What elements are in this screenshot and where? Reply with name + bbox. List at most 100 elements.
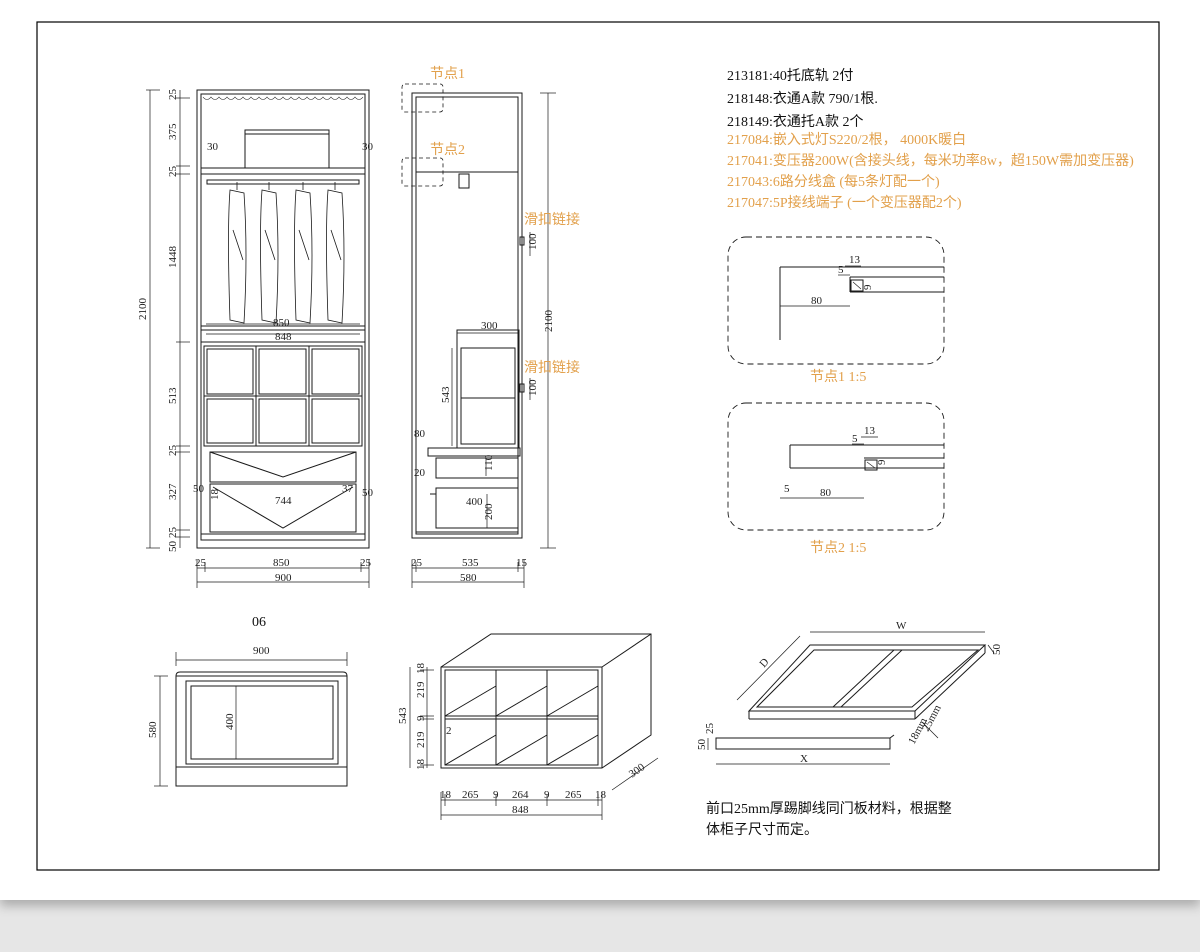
front-dimension-labels: 2100 25 375 25 1448 513 25 327 25 50 30 … — [137, 89, 374, 585]
plan-view — [154, 652, 348, 787]
box-dim-w848: 848 — [512, 804, 529, 816]
box-dimension-labels: 18 219 9 219 18 543 18 265 9 264 9 265 1… — [397, 663, 648, 817]
note-line-1: 213181:40托底轨 2付 — [727, 68, 853, 84]
plan-dim-580: 580 — [147, 721, 159, 738]
d1-dim-80: 80 — [811, 295, 823, 307]
box-dimensions — [409, 667, 659, 820]
dim-h513: 513 — [167, 387, 179, 404]
side-dimensions — [411, 92, 556, 588]
detail2-caption: 节点2 1:5 — [810, 540, 866, 556]
isometric-frame — [715, 644, 987, 750]
side-dim-w20: 20 — [414, 467, 426, 479]
note-line-3: 218149:衣通托A款 2个 — [727, 114, 864, 130]
front-dimensions — [146, 89, 370, 588]
detail1-labels: 13 5 9 80 节点1 1:5 — [810, 254, 874, 385]
dim-w30b: 30 — [362, 141, 374, 153]
dim-h25a: 25 — [167, 89, 179, 101]
side-dim-h543: 543 — [440, 386, 452, 403]
side-dim-h100a: 100 — [527, 233, 539, 250]
frame-dim-25mm: 25mm — [920, 703, 944, 734]
node2-marker — [401, 157, 444, 187]
dim-total-height: 2100 — [137, 298, 149, 321]
drawing-sheet: 2100 25 375 25 1448 513 25 327 25 50 30 … — [0, 0, 1200, 900]
dim-w25a: 25 — [195, 557, 207, 569]
side-dim-w580: 580 — [460, 572, 477, 584]
frame-dim-h50: 50 — [696, 739, 708, 751]
plan-dimension-labels: 900 580 400 — [147, 645, 270, 738]
material-notes: 213181:40托底轨 2付 218148:衣通A款 790/1根. 2181… — [727, 68, 1134, 211]
box-dim-w18a: 18 — [440, 789, 452, 801]
frame-dimension-labels: W D X 50 25 50 18mm 25mm — [696, 620, 1003, 765]
plan-dim-400: 400 — [224, 713, 236, 730]
side-dim-w300: 300 — [481, 320, 498, 332]
side-dim-h200: 200 — [483, 503, 495, 520]
side-dim-w15: 15 — [516, 557, 528, 569]
box-dim-h9: 9 — [415, 715, 427, 721]
box-dim-h543: 543 — [397, 707, 409, 724]
dim-h50: 50 — [167, 541, 179, 553]
dim-h25c: 25 — [167, 445, 179, 457]
dim-w900: 900 — [275, 572, 292, 584]
dim-w37: 37 — [342, 483, 354, 495]
side-dim-h2100: 2100 — [543, 310, 555, 333]
detail1-caption: 节点1 1:5 — [810, 369, 866, 385]
dim-h375: 375 — [167, 123, 179, 140]
detail2-labels: 13 5 9 5 80 节点2 1:5 — [784, 425, 888, 556]
detail-node1 — [727, 236, 945, 365]
node2-label: 节点2 — [430, 142, 465, 158]
box-dim-w265b: 265 — [565, 789, 582, 801]
note-line-5: 217041:变压器200W(含接头线，每米功率8w，超150W需加变压器) — [727, 152, 1134, 169]
frame-dim-X: X — [800, 753, 808, 765]
dim-w850-top: 850 — [273, 317, 290, 329]
box-dim-w264: 264 — [512, 789, 529, 801]
box-dim-h18b: 18 — [415, 759, 427, 771]
side-section — [411, 92, 525, 539]
dim-w848: 848 — [275, 331, 292, 343]
side-dim-h110: 110 — [483, 454, 495, 471]
box-dim-w9b: 9 — [544, 789, 550, 801]
dim-h25b: 25 — [167, 166, 179, 178]
d1-dim-9: 9 — [862, 284, 874, 290]
d2-dim-9: 9 — [876, 459, 888, 465]
detail-node2 — [727, 402, 945, 531]
side-dim-h100b: 100 — [527, 379, 539, 396]
note-line-2: 218148:衣通A款 790/1根. — [727, 91, 878, 107]
drawing-border — [36, 21, 1160, 871]
plan-label: 06 — [252, 615, 266, 630]
footnote-line-2: 体柜子尺寸而定。 — [706, 822, 818, 838]
node-markers — [401, 83, 444, 187]
frame-dim-h50b: 50 — [991, 644, 1003, 656]
slide-link-label-2: 滑扣链接 — [524, 359, 580, 376]
box-dim-h219b: 219 — [415, 731, 427, 748]
node1-label: 节点1 — [430, 66, 465, 82]
front-elevation — [196, 89, 370, 549]
dim-w30a: 30 — [207, 141, 219, 153]
side-dim-w535: 535 — [462, 557, 479, 569]
frame-dim-D: D — [757, 656, 771, 670]
frame-dimensions — [707, 631, 995, 765]
isometric-box — [440, 633, 652, 769]
dim-w18: 18 — [209, 489, 221, 501]
dim-h25d: 25 — [167, 527, 179, 539]
box-dim-h219a: 219 — [415, 681, 427, 698]
slide-link-label-1: 滑扣链接 — [524, 211, 580, 228]
side-dimension-labels: 2100 300 543 80 20 110 400 200 100 100 2… — [411, 233, 555, 584]
side-dim-w80: 80 — [414, 428, 426, 440]
dim-w25b: 25 — [360, 557, 372, 569]
side-dim-w25: 25 — [411, 557, 423, 569]
dim-h327: 327 — [167, 483, 179, 500]
dim-w850: 850 — [273, 557, 290, 569]
side-dim-w400: 400 — [466, 496, 483, 508]
frame-dim-W: W — [896, 620, 907, 632]
dim-w744: 744 — [275, 495, 292, 507]
box-dim-i2: 2 — [446, 725, 452, 737]
d2-dim-5: 5 — [852, 433, 858, 445]
dim-w50a: 50 — [193, 483, 205, 495]
box-dim-w18b: 18 — [595, 789, 607, 801]
box-dim-w265a: 265 — [462, 789, 479, 801]
frame-dim-h25: 25 — [704, 723, 716, 735]
note-line-7: 217047:5P接线端子 (一个变压器配2个) — [727, 194, 962, 211]
dim-h1448: 1448 — [167, 246, 179, 269]
d2-dim-80: 80 — [820, 487, 832, 499]
d1-dim-13: 13 — [849, 254, 861, 266]
